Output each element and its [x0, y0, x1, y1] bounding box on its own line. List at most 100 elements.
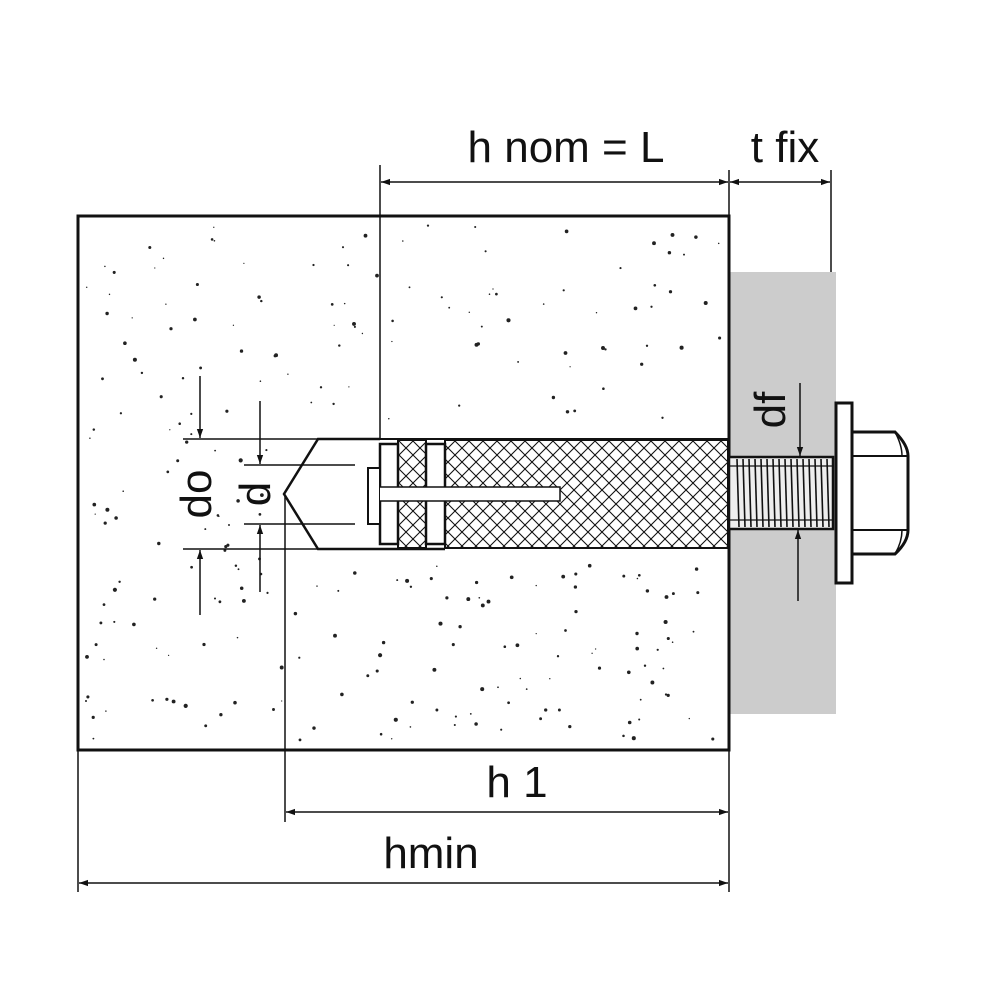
speckle-dot	[159, 395, 163, 399]
speckle-dot	[506, 318, 511, 323]
speckle-dot	[694, 235, 698, 239]
concrete-speckles	[84, 224, 722, 742]
speckle-dot	[402, 240, 404, 242]
speckle-dot	[381, 640, 386, 645]
speckle-dot	[105, 311, 109, 316]
speckle-dot	[480, 603, 485, 608]
speckle-dot	[238, 458, 243, 463]
speckle-dot	[330, 303, 334, 306]
speckle-dot	[153, 597, 157, 601]
speckle-dot	[112, 270, 116, 274]
speckle-dot	[469, 713, 472, 715]
speckle-dot	[363, 233, 368, 238]
speckle-dot	[89, 437, 91, 439]
speckle-dot	[293, 611, 298, 616]
speckle-dot	[218, 600, 222, 604]
speckle-dot	[183, 703, 188, 709]
speckle-dot	[154, 267, 156, 269]
speckle-dot	[565, 410, 570, 414]
speckle-dot	[436, 565, 438, 568]
thread-line	[766, 458, 770, 528]
speckle-dot	[557, 708, 561, 712]
speckle-dot	[132, 622, 136, 627]
speckle-dot	[408, 286, 411, 289]
speckle-dot	[650, 680, 655, 685]
speckle-dot	[388, 417, 390, 420]
speckle-dot	[438, 621, 443, 626]
speckle-dot	[519, 677, 522, 680]
speckle-dot	[257, 295, 261, 299]
speckle-dot	[176, 459, 180, 463]
speckle-dot	[569, 366, 571, 368]
speckle-dot	[341, 246, 345, 249]
bolt-washer	[834, 401, 854, 585]
speckle-dot	[104, 265, 106, 268]
speckle-dot	[225, 409, 229, 413]
speckle-dot	[549, 678, 551, 680]
speckle-dot	[525, 688, 528, 690]
speckle-dot	[604, 348, 607, 351]
speckle-dot	[86, 695, 90, 699]
speckle-dot	[478, 596, 481, 599]
speckle-dot	[190, 565, 193, 569]
speckle-dot	[236, 499, 240, 503]
speckle-dot	[652, 241, 656, 246]
speckle-dot	[103, 658, 105, 661]
speckle-dot	[466, 597, 471, 602]
speckle-dot	[316, 585, 318, 587]
speckle-dot	[595, 312, 598, 314]
speckle-dot	[310, 401, 313, 404]
speckle-dot	[165, 303, 167, 305]
speckle-dot	[661, 416, 664, 419]
speckle-dot	[619, 267, 622, 270]
speckle-dot	[195, 282, 199, 287]
speckle-dot	[653, 283, 657, 287]
speckle-dot	[233, 700, 237, 705]
thread-line	[760, 458, 764, 528]
speckle-dot	[243, 262, 245, 264]
thread-line	[736, 458, 740, 528]
speckle-dot	[94, 643, 98, 647]
speckle-dot	[332, 402, 335, 406]
speckle-dot	[105, 710, 107, 712]
speckle-dot	[338, 344, 341, 347]
speckle-dot	[602, 387, 605, 390]
speckle-dot	[312, 263, 315, 267]
thread-line	[748, 458, 752, 528]
speckle-dot	[298, 656, 301, 659]
speckle-dot	[239, 586, 244, 591]
speckle-dot	[488, 293, 491, 295]
speckle-dot	[635, 631, 639, 636]
speckle-dot	[92, 737, 95, 740]
thread-line	[790, 458, 794, 528]
speckle-dot	[213, 239, 216, 242]
speckle-dot	[375, 273, 379, 278]
thread-line	[814, 458, 818, 528]
speckle-dot	[204, 724, 208, 728]
speckle-dot	[587, 563, 592, 568]
speckle-dot	[622, 734, 625, 738]
speckle-dot	[717, 242, 720, 245]
speckle-dot	[503, 645, 507, 648]
speckle-dot	[343, 302, 346, 305]
speckle-dot	[683, 253, 685, 256]
speckle-dot	[410, 700, 414, 704]
speckle-dot	[123, 341, 127, 346]
speckle-dot	[574, 609, 578, 614]
speckle-dot	[458, 404, 461, 407]
speckle-dot	[453, 723, 456, 727]
speckle-dot	[236, 636, 239, 639]
speckle-dot	[486, 599, 491, 604]
speckle-dot	[542, 303, 545, 305]
speckle-dot	[366, 674, 370, 678]
speckle-dot	[265, 449, 268, 452]
speckle-dot	[281, 700, 283, 702]
speckle-dot	[213, 226, 215, 228]
speckle-dot	[671, 641, 674, 643]
speckle-dot	[551, 395, 556, 400]
speckle-dot	[379, 732, 383, 736]
speckle-dot	[515, 643, 520, 648]
speckle-dot	[165, 697, 169, 701]
speckle-dot	[640, 362, 644, 366]
speckle-dot	[497, 686, 499, 689]
